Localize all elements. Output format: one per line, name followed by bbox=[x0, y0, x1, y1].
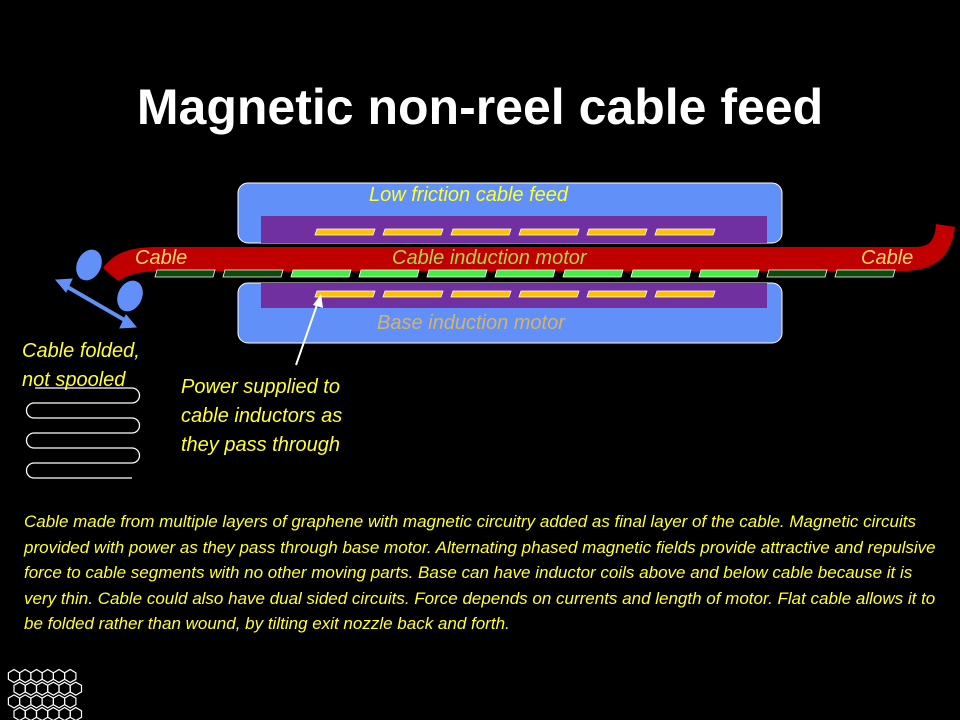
bottom-coil bbox=[450, 290, 512, 298]
logo-hexagon bbox=[63, 694, 77, 709]
low-friction-feed-label: Low friction cable feed bbox=[369, 184, 569, 206]
logo-hexagon bbox=[13, 706, 26, 720]
cable-segments bbox=[154, 269, 896, 278]
logo-hexagon bbox=[52, 668, 66, 684]
cable-segment-powered bbox=[494, 269, 556, 278]
bottom-coil bbox=[382, 290, 444, 298]
logo-hexagon bbox=[69, 681, 83, 696]
cable-segment-powered bbox=[290, 269, 352, 278]
logo-hexagon bbox=[24, 681, 38, 696]
slide-title: Magnetic non-reel cable feed bbox=[136, 79, 824, 135]
logo-hexagon bbox=[52, 694, 66, 709]
power-label-line: Power supplied to bbox=[181, 376, 340, 398]
logo-hexagon bbox=[35, 681, 49, 696]
logo-hexagon bbox=[7, 694, 21, 709]
power-label-line: they pass through bbox=[181, 434, 340, 456]
cable-segment bbox=[834, 269, 896, 278]
carbon-devices-logo bbox=[7, 668, 83, 720]
cable-segment-powered bbox=[426, 269, 488, 278]
folded-label-line: Cable folded, bbox=[22, 340, 140, 362]
logo-hexagon bbox=[19, 668, 32, 684]
description-text: Cable made from multiple layers of graph… bbox=[24, 512, 936, 633]
top-coils bbox=[314, 228, 716, 236]
cable bbox=[103, 224, 955, 281]
logo-hexagon bbox=[7, 668, 21, 684]
bottom-coil bbox=[654, 290, 716, 298]
logo-hexagon bbox=[19, 694, 32, 709]
power-label: Power supplied to cable inductors as the… bbox=[181, 373, 342, 460]
top-coil bbox=[314, 228, 376, 236]
logo-hexagon bbox=[41, 668, 55, 684]
top-coil bbox=[518, 228, 580, 236]
logo-hexagon bbox=[24, 706, 38, 720]
tilt-double-arrow-icon bbox=[54, 278, 138, 329]
logo-hexagon bbox=[35, 706, 49, 720]
cable-segment-powered bbox=[358, 269, 420, 278]
bottom-coil bbox=[518, 290, 580, 298]
logo-hexagon bbox=[30, 668, 43, 684]
cable-segment-powered bbox=[698, 269, 760, 278]
base-induction-motor-label: Base induction motor bbox=[377, 312, 565, 334]
logo-hexagon bbox=[58, 681, 71, 696]
cable-induction-motor-label: Cable induction motor bbox=[392, 247, 587, 269]
cable-left-label: Cable bbox=[135, 247, 188, 269]
bottom-coil bbox=[314, 290, 376, 298]
folded-label-line: not spooled bbox=[22, 369, 126, 391]
logo-hexagon bbox=[41, 694, 55, 709]
bottom-coil bbox=[586, 290, 648, 298]
power-arrow-icon bbox=[295, 294, 323, 366]
cable-segment-powered bbox=[630, 269, 692, 278]
logo-hexagon bbox=[63, 668, 77, 684]
logo-hexagon bbox=[47, 706, 60, 720]
cable-segment bbox=[154, 269, 216, 278]
folded-cable-icon bbox=[25, 387, 141, 479]
top-coil bbox=[654, 228, 716, 236]
nozzle-roller-icon bbox=[117, 280, 143, 312]
top-coil bbox=[382, 228, 444, 236]
top-coil bbox=[586, 228, 648, 236]
bottom-coils bbox=[314, 290, 716, 298]
cable-segment bbox=[222, 269, 284, 278]
logo-hexagon bbox=[13, 681, 26, 696]
top-coil bbox=[450, 228, 512, 236]
cable-right-label: Cable bbox=[861, 247, 914, 269]
folded-label: Cable folded, not spooled bbox=[22, 337, 140, 395]
cable-segment bbox=[766, 269, 828, 278]
power-label-line: cable inductors as bbox=[181, 405, 343, 427]
logo-hexagon bbox=[30, 694, 43, 709]
nozzle-roller-icon bbox=[76, 249, 102, 281]
cable-segment-powered bbox=[562, 269, 624, 278]
logo-hexagon bbox=[58, 706, 71, 720]
logo-hexagon bbox=[47, 681, 60, 696]
logo-hexagon bbox=[69, 706, 83, 720]
